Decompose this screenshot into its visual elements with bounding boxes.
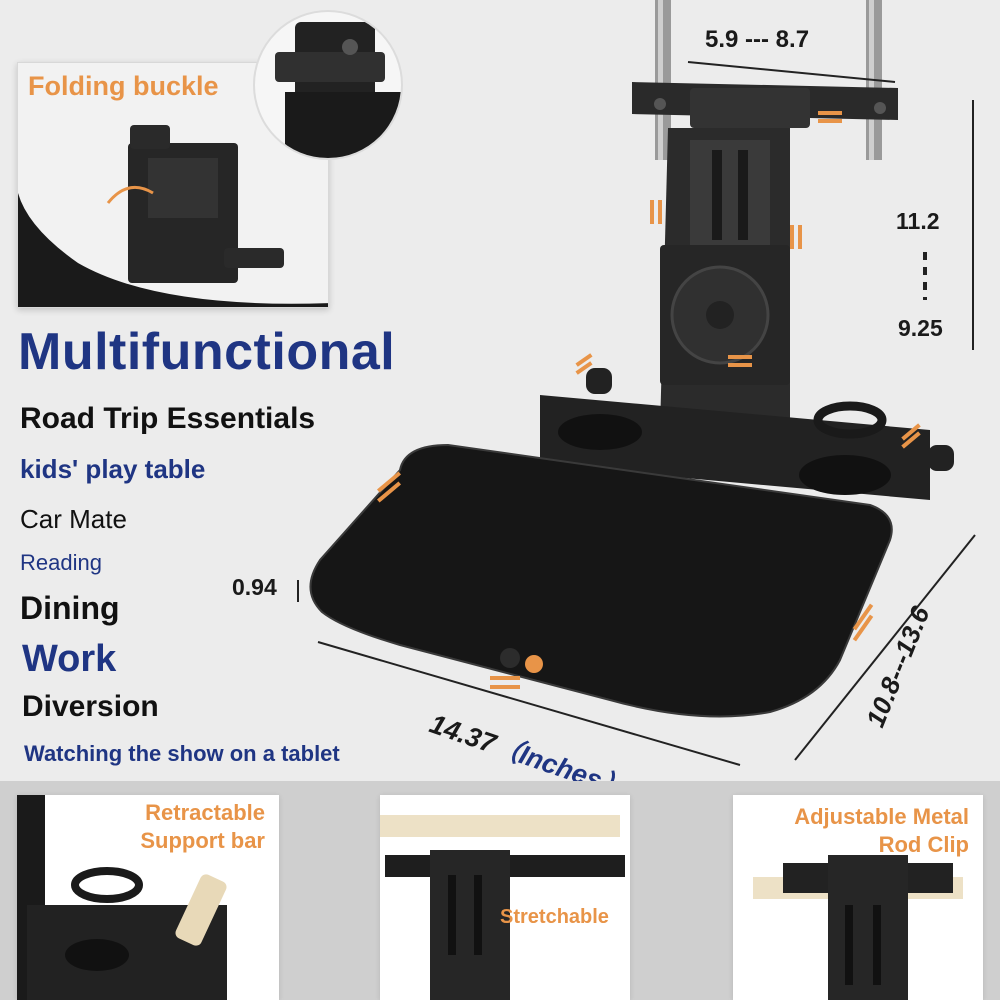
card-label-stretchable: Stretchable [500,906,609,928]
feature-dining: Dining [20,590,120,626]
feature-car-mate: Car Mate [20,504,127,534]
dimension-height-max: 11.2 [896,208,940,234]
card-support-bar: Retractable Support bar [17,795,279,1000]
card-label-line2: Support bar [140,827,265,853]
feature-diversion: Diversion [22,690,159,723]
card-label-line1: Adjustable Metal [794,804,969,829]
feature-kids-play-table: kids' play table [20,454,206,484]
feature-reading: Reading [20,550,102,575]
product-illustration [297,0,976,766]
card-label-support-bar: Retractable Support bar [140,799,265,854]
card-stretchable: Stretchable [380,795,630,1000]
dimension-thickness: 0.94 [232,574,277,600]
card-label-rod-clip: Adjustable Metal Rod Clip [794,803,969,858]
card-rod-clip: Adjustable Metal Rod Clip [733,795,983,1000]
feature-work: Work [22,638,117,680]
card-label-line2: Rod Clip [878,831,969,857]
headline: Multifunctional [18,323,396,381]
feature-road-trip: Road Trip Essentials [20,402,316,435]
feature-tablet: Watching the show on a tablet [24,741,340,766]
folding-buckle-closeup [253,10,403,160]
inset-title: Folding buckle [28,71,219,101]
dimension-clip-width: 5.9 --- 8.7 [705,26,810,53]
card-label-line1: Retractable [145,800,265,825]
dimension-height-min: 9.25 [898,315,943,341]
